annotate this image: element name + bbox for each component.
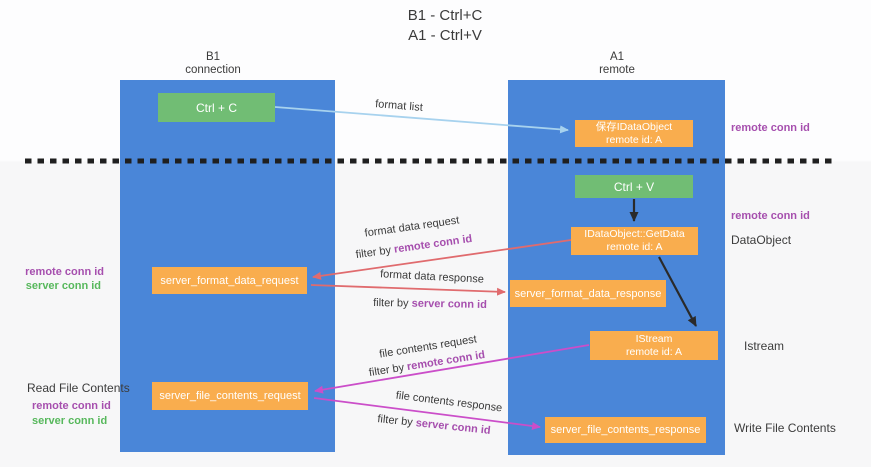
filter-id-server-conn-id: server conn id <box>415 417 492 437</box>
node-istream: IStream remote id: A <box>590 331 718 360</box>
title-line-2: A1 - Ctrl+V <box>408 27 482 44</box>
lifeline-header-b1: B1 connection <box>155 51 271 77</box>
annotation-remote-conn-id-mid: remote conn id <box>731 210 810 222</box>
lifeline-a1-name: A1 <box>609 51 625 63</box>
annotation-istream: Istream <box>744 339 785 353</box>
node-ctrl-v-label: Ctrl + V <box>613 179 655 194</box>
filter-prefix: filter by <box>376 413 417 430</box>
annotation-write-file-contents: Write File Contents <box>734 421 836 435</box>
node-ctrl-v: Ctrl + V <box>575 175 693 198</box>
node-ctrl-c-label: Ctrl + C <box>195 100 237 115</box>
annotation-left-server-conn-id-mid: server conn id <box>25 280 101 292</box>
label-filter-file-contents-response: filter by server conn id <box>377 413 491 437</box>
node-save-dataobject: 保存IDataObject remote id: A <box>575 120 693 147</box>
annotation-dataobject: DataObject <box>731 233 792 247</box>
node-server-file-contents-request: server_file_contents_request <box>152 382 308 410</box>
filter-prefix: filter by <box>355 243 395 262</box>
node-getdata-line2: remote id: A <box>606 241 663 253</box>
arrow-format-data-response <box>310 284 506 296</box>
diagram-title: B1 - Ctrl+C A1 - Ctrl+V <box>20 6 870 46</box>
node-ctrl-c: Ctrl + C <box>158 93 275 122</box>
node-istream-line2: remote id: A <box>625 345 683 358</box>
node-file-response-label: server_file_contents_response <box>550 424 701 436</box>
lifeline-a1-role: remote <box>599 64 635 76</box>
lifeline-b1-role: connection <box>185 64 241 76</box>
node-save-dataobject-line1: 保存IDataObject <box>595 120 673 133</box>
annotation-left-remote-conn-id-mid: remote conn id <box>25 266 104 278</box>
node-file-request-label: server_file_contents_request <box>159 390 301 402</box>
filter-prefix: filter by <box>373 297 412 310</box>
node-istream-line1: IStream <box>635 332 673 345</box>
filter-id-remote-conn-id: remote conn id <box>393 232 473 256</box>
label-format-list: format list <box>374 98 424 114</box>
title-line-1: B1 - Ctrl+C <box>407 7 483 24</box>
filter-prefix: filter by <box>368 361 409 380</box>
node-format-response-label: server_format_data_response <box>514 287 662 300</box>
lifeline-header-a1: A1 remote <box>559 51 675 77</box>
annotation-remote-conn-id-top: remote conn id <box>731 122 810 134</box>
node-save-dataobject-line2: remote id: A <box>605 133 663 146</box>
label-file-contents-response: file contents response <box>395 389 503 415</box>
label-format-data-response: format data response <box>379 268 485 286</box>
lifeline-b1-name: B1 <box>205 51 221 63</box>
node-server-file-contents-response: server_file_contents_response <box>545 417 706 443</box>
annotation-read-file-contents: Read File Contents <box>27 381 130 395</box>
node-server-format-data-request: server_format_data_request <box>152 267 307 294</box>
node-server-format-data-response: server_format_data_response <box>510 280 666 307</box>
node-getdata-line1: IDataObject::GetData <box>584 228 685 240</box>
annotation-left-server-conn-id-bottom: server conn id <box>32 415 108 427</box>
annotation-left-remote-conn-id-bottom: remote conn id <box>32 400 111 412</box>
filter-id-server-conn-id: server conn id <box>411 297 487 311</box>
node-getdata: IDataObject::GetData remote id: A <box>571 227 698 255</box>
label-filter-format-data-response: filter by server conn id <box>373 297 487 311</box>
node-format-request-label: server_format_data_request <box>160 274 299 287</box>
